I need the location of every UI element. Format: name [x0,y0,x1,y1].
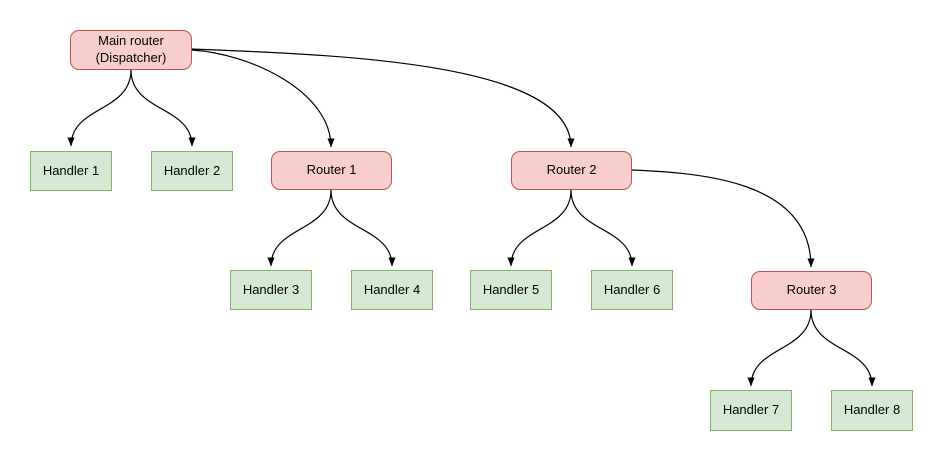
node-router-2: Router 2 [511,151,632,190]
edge-main-router-to-handler-2 [130,69,196,147]
node-label: Handler 7 [722,402,780,418]
edge-main-router-to-router-2 [191,48,575,148]
node-handler-8: Handler 8 [831,390,913,431]
node-handler-7: Handler 7 [710,390,792,431]
node-label: Router 3 [786,282,837,298]
node-label: Handler 6 [603,281,661,297]
edge-main-router-to-router-1 [191,49,335,148]
edge-router-1-to-handler-4 [330,189,396,267]
node-label: Handler 1 [42,162,100,178]
edge-router-3-to-handler-8 [810,309,876,387]
edge-router-1-to-handler-3 [267,189,332,267]
node-label: Router 2 [546,162,597,178]
edge-router-2-to-handler-5 [507,189,572,267]
node-main-router: Main router (Dispatcher) [70,30,192,70]
node-handler-2: Handler 2 [151,151,233,191]
edge-router-2-to-router-3 [631,169,815,268]
node-router-3: Router 3 [751,271,872,310]
edge-router-2-to-handler-6 [570,189,636,267]
node-handler-1: Handler 1 [30,151,112,191]
node-handler-5: Handler 5 [470,270,552,310]
node-label: Main router (Dispatcher) [95,33,167,65]
node-label: Handler 2 [163,162,221,178]
edge-main-router-to-handler-1 [67,69,132,147]
node-handler-6: Handler 6 [591,270,673,310]
node-handler-4: Handler 4 [351,270,433,310]
node-label: Handler 3 [242,281,300,297]
node-label: Handler 5 [482,281,540,297]
edge-router-3-to-handler-7 [747,309,812,387]
node-label: Handler 4 [363,281,421,297]
node-handler-3: Handler 3 [230,270,312,310]
node-label: Router 1 [306,162,357,178]
node-label: Handler 8 [843,402,901,418]
node-router-1: Router 1 [271,151,392,190]
